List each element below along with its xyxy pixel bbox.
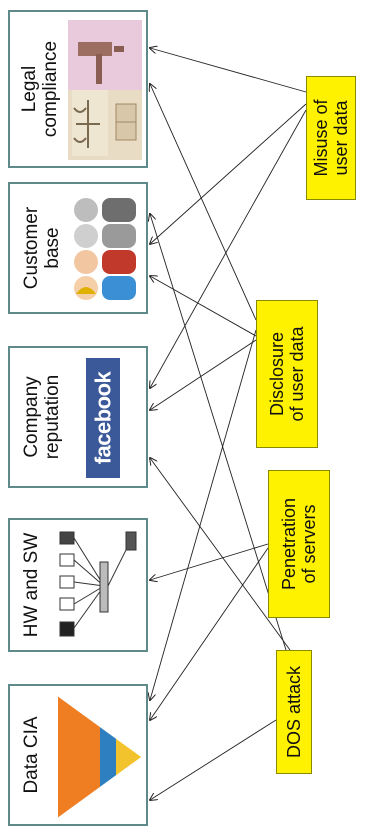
arrow-misuse-to-customer [150,103,307,244]
arrow-disclosure-to-reputation [150,339,257,410]
threat-text-wrap: Penetration of servers [268,470,330,618]
threat-dos-attack: DOS attack [276,650,312,774]
asset-text-wrap: HW and SW [17,520,47,650]
cia-triangle-image [57,695,143,819]
threat-text-wrap: DOS attack [276,650,312,774]
arrow-penetration-to-hwsw [150,543,269,580]
asset-label: Customer base [20,206,63,290]
asset-hw-and-sw: HW and SW [8,518,148,652]
arrow-disclosure-to-customer [150,276,257,337]
asset-company-reputation: facebook Company reputation [8,346,148,488]
asset-data-cia: Data CIA [8,684,148,826]
asset-customer-base: Customer base [8,182,148,314]
facebook-logo: facebook [86,358,120,478]
arrow-disclosure-to-legal [150,84,257,321]
threat-text-wrap: Disclosure of user data [256,300,318,448]
asset-text-wrap: Data CIA [17,687,47,823]
threat-label: DOS attack [283,665,304,759]
threat-label: Penetration of servers [278,497,319,591]
arrow-dos-to-datacia [150,719,277,800]
threat-label: Disclosure of user data [266,326,307,422]
threat-penetration-of-servers: Penetration of servers [268,470,330,618]
legal-compliance-image [68,20,142,160]
asset-label: Company reputation [20,374,63,460]
asset-text-wrap: Customer base [14,184,70,312]
asset-legal-compliance: Legal compliance [8,10,148,168]
asset-label: HW and SW [21,532,43,638]
network-diagram-image [59,531,137,637]
arrow-misuse-to-reputation [150,109,307,388]
threat-label: Misuse of user data [310,99,351,177]
customer-base-image [74,198,136,300]
asset-text-wrap: Legal compliance [12,12,68,166]
asset-label: Data CIA [21,716,43,794]
threat-text-wrap: Misuse of user data [306,76,356,200]
threat-disclosure-of-user-data: Disclosure of user data [256,300,318,448]
asset-label: Legal compliance [18,40,61,138]
arrow-penetration-to-datacia [150,547,269,720]
facebook-logo-text: facebook [90,371,115,465]
arrow-dos-to-reputation [150,458,291,651]
arrow-misuse-to-legal [150,48,307,93]
asset-text-wrap: Company reputation [14,348,70,486]
threat-misuse-of-user-data: Misuse of user data [306,76,356,200]
arrow-dos-to-customer [150,214,287,651]
arrow-disclosure-to-datacia [150,329,257,700]
